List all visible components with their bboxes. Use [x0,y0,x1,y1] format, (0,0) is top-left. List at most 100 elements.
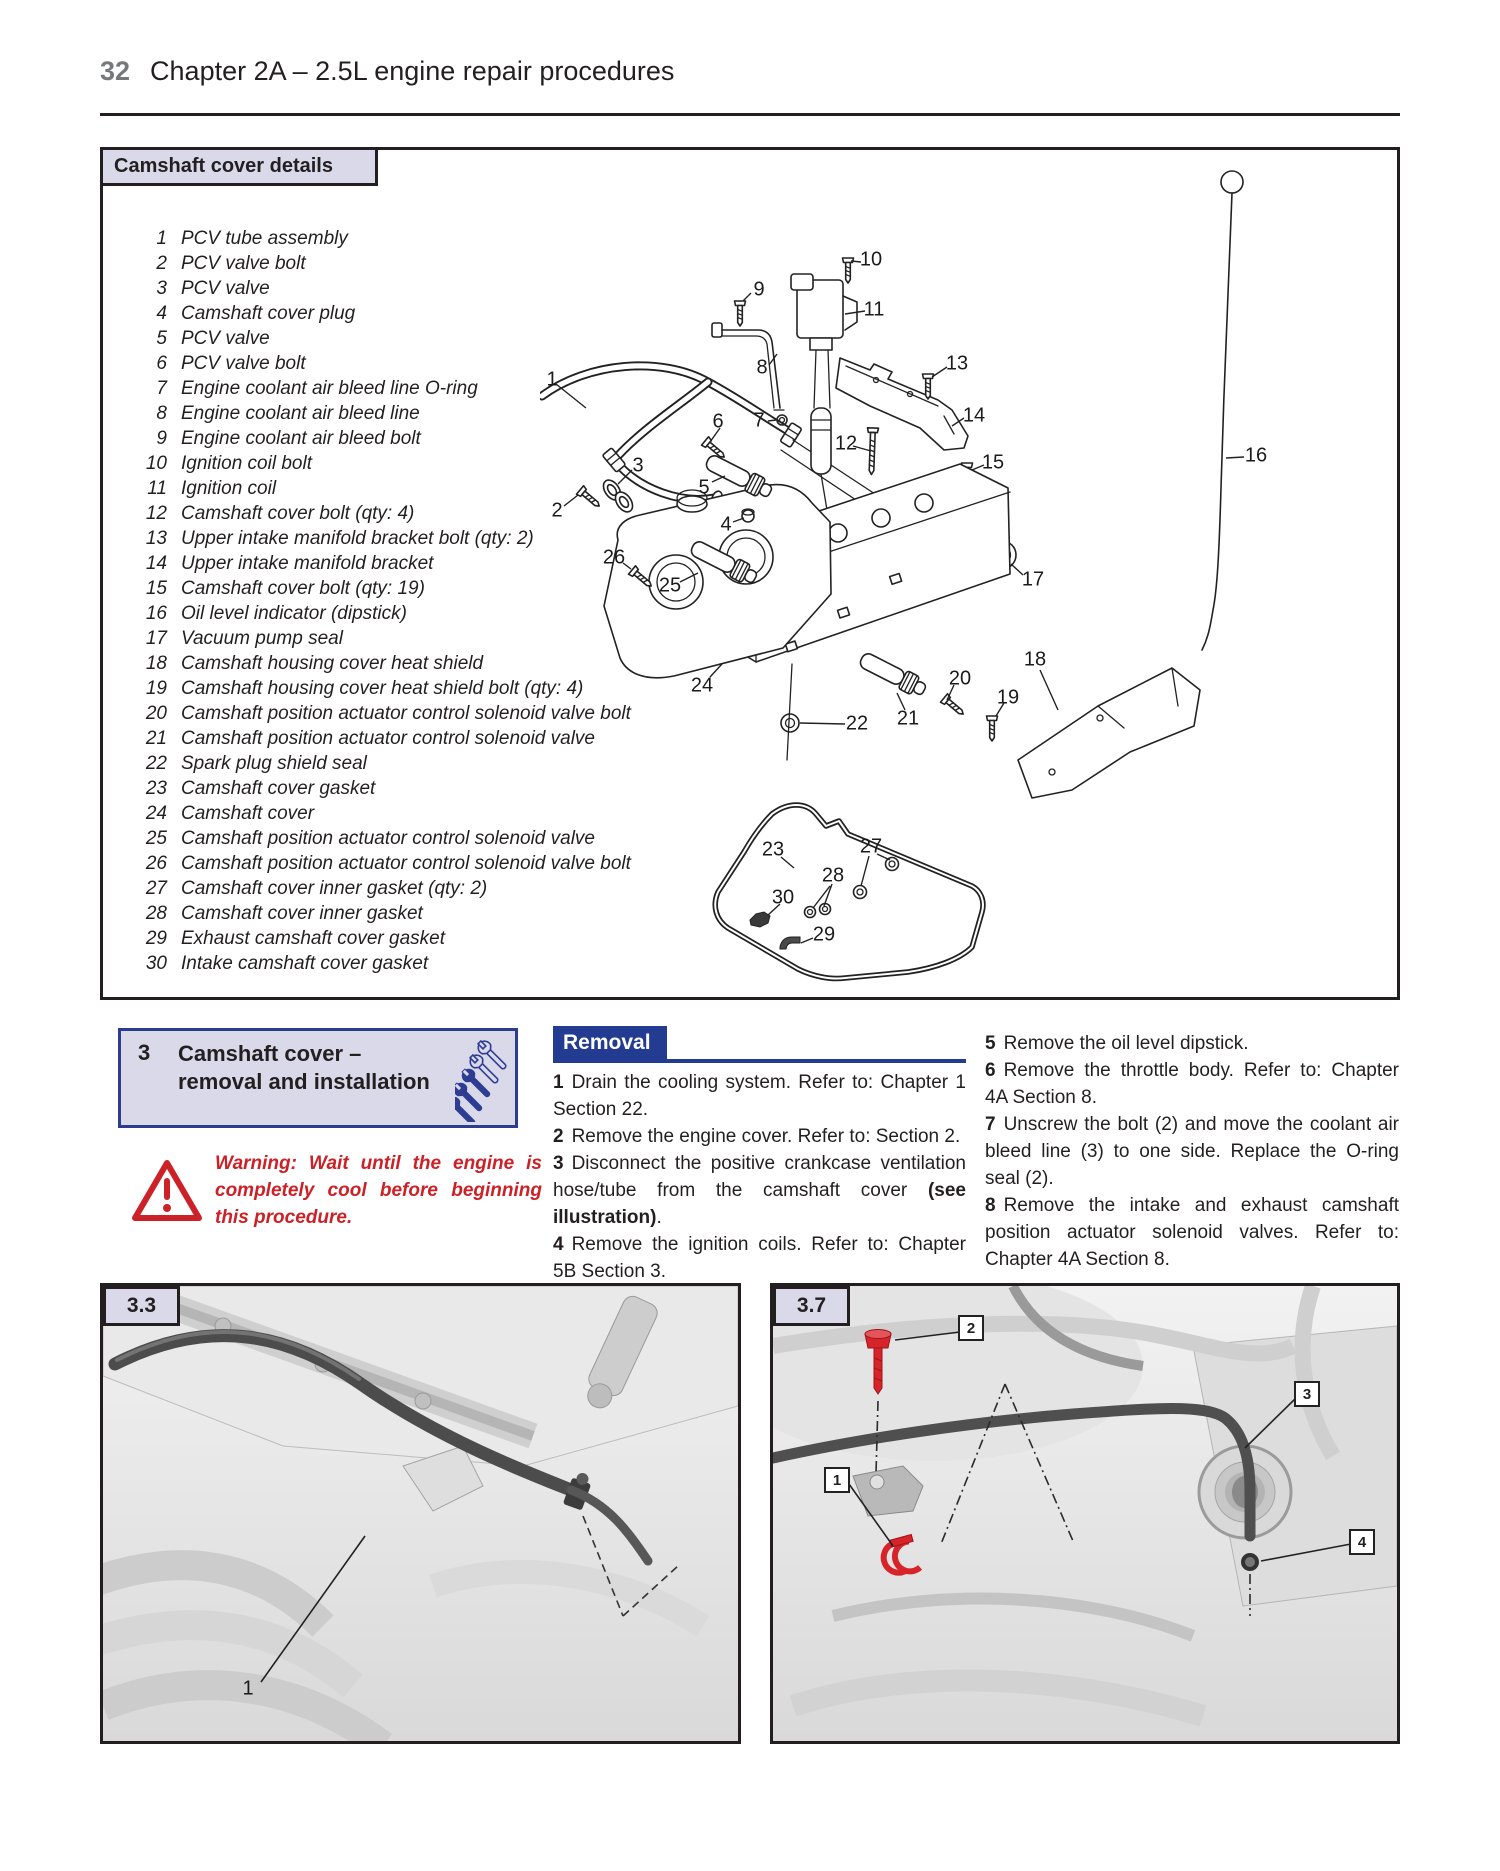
part-number: 23 [145,778,167,799]
part-number: 26 [145,853,167,874]
part-number: 21 [145,728,167,749]
part-label: Camshaft position actuator control solen… [181,703,631,724]
coolant-air-bleed-line-part [711,300,788,426]
diagram-callout-number: 24 [690,674,714,697]
diagram-callout-number: 8 [756,356,768,379]
warning-triangle-icon [132,1160,202,1221]
header-rule [100,113,1400,116]
diagram-callout-number: 28 [821,864,845,887]
photo-callout-box: 1 [824,1467,850,1493]
part-label: Intake camshaft cover gasket [181,953,429,974]
part-label: PCV tube assembly [181,228,348,249]
removal-header-rule: Removal [553,1026,966,1063]
diagram-callout-number: 25 [658,574,682,597]
red-clamp-highlight [880,1533,923,1576]
part-number: 6 [156,353,167,374]
diagram-callout-number: 6 [712,410,724,433]
parts-list-item: 16 Oil level indicator (dipstick) [135,601,631,626]
step-text: Remove the engine cover. Refer to: Secti… [571,1126,961,1147]
diagram-callout-number: 30 [771,886,795,909]
step-text: Drain the cooling system. Refer to: Chap… [553,1072,966,1120]
figure-label-3-3: 3.3 [103,1286,180,1326]
pcv-tube-assembly-part [540,361,961,561]
wrenches-icon [455,1037,511,1122]
part-label: PCV valve bolt [181,353,306,374]
part-number: 14 [145,553,167,574]
warning-block: Warning: Wait until the engine is comple… [118,1150,542,1260]
parts-list-item: 27 Camshaft cover inner gasket (qty: 2) [135,876,631,901]
step-text: Remove the intake and exhaust camshaft p… [985,1195,1399,1270]
section-heading-box: 3 Camshaft cover – removal and installat… [118,1028,518,1128]
part-number: 28 [145,903,167,924]
parts-list-item: 13 Upper intake manifold bracket bolt (q… [135,526,631,551]
step-number: 8 [985,1195,996,1216]
part-label: Camshaft cover bolt (qty: 19) [181,578,425,599]
photo-callout-box: 3 [1294,1381,1320,1407]
parts-list-item: 4 Camshaft cover plug [135,301,631,326]
part-number: 2 [156,253,167,274]
figure-label-3-7: 3.7 [773,1286,850,1326]
removal-header: Removal [553,1026,667,1059]
parts-list-item: 12 Camshaft cover bolt (qty: 4) [135,501,631,526]
part-label: Upper intake manifold bracket [181,553,434,574]
parts-list-item: 2 PCV valve bolt [135,251,631,276]
step-bold-text: (see illustration) [553,1180,966,1228]
parts-list-item: 17 Vacuum pump seal [135,626,631,651]
step-text: Remove the throttle body. Refer to: Chap… [985,1060,1399,1108]
part-number: 13 [145,528,167,549]
step-number: 1 [553,1072,564,1093]
part-number: 5 [156,328,167,349]
diagram-callout-number: 21 [896,707,920,730]
camshaft-cover-gasket-part [712,802,986,982]
section-title: Camshaft cover – removal and installatio… [178,1040,430,1096]
parts-list-item: 28 Camshaft cover inner gasket [135,901,631,926]
step-number: 4 [553,1234,564,1255]
part-number: 19 [145,678,167,699]
diagram-callout-number: 23 [761,838,785,861]
part-label: Ignition coil [181,478,277,499]
pcv-hose-photo [108,1329,578,1497]
diagram-callout-number: 14 [962,404,986,427]
leader-lines [555,260,1245,944]
diagram-callout-number: 13 [945,352,969,375]
part-number: 29 [145,928,167,949]
part-label: Upper intake manifold bracket bolt (qty:… [181,528,534,549]
inner-gaskets-parts [749,856,900,950]
section-title-line2: removal and installation [178,1069,430,1094]
part-number: 8 [156,403,167,424]
part-number: 11 [147,478,167,499]
parts-list: 1 PCV tube assembly 2 PCV valve bolt 3 P… [135,226,631,976]
parts-list-item: 3 PCV valve [135,276,631,301]
warning-text: Warning: Wait until the engine is comple… [215,1153,542,1228]
part-number: 9 [156,428,167,449]
photo-callout-number: 1 [242,1677,254,1700]
parts-list-item: 19 Camshaft housing cover heat shield bo… [135,676,631,701]
diagram-callout-number: 29 [812,923,836,946]
parts-list-item: 15 Camshaft cover bolt (qty: 19) [135,576,631,601]
engine-photo-3-3 [103,1286,738,1741]
step-text-after: . [656,1207,662,1228]
part-label: Camshaft position actuator control solen… [181,828,596,849]
engine-photo-3-7 [773,1286,1397,1741]
photo-callout-box: 2 [958,1315,984,1341]
diagram-callout-number: 19 [996,686,1020,709]
diagram-callout-number: 22 [845,712,869,735]
part-label: Camshaft housing cover heat shield bolt … [181,678,584,699]
parts-list-item: 21 Camshaft position actuator control so… [135,726,631,751]
step-number: 7 [985,1114,996,1135]
parts-list-item: 22 Spark plug shield seal [135,751,631,776]
parts-list-item: 14 Upper intake manifold bracket [135,551,631,576]
parts-list-item: 8 Engine coolant air bleed line [135,401,631,426]
diagram-callout-number: 15 [981,451,1005,474]
part-label: Oil level indicator (dipstick) [181,603,407,624]
